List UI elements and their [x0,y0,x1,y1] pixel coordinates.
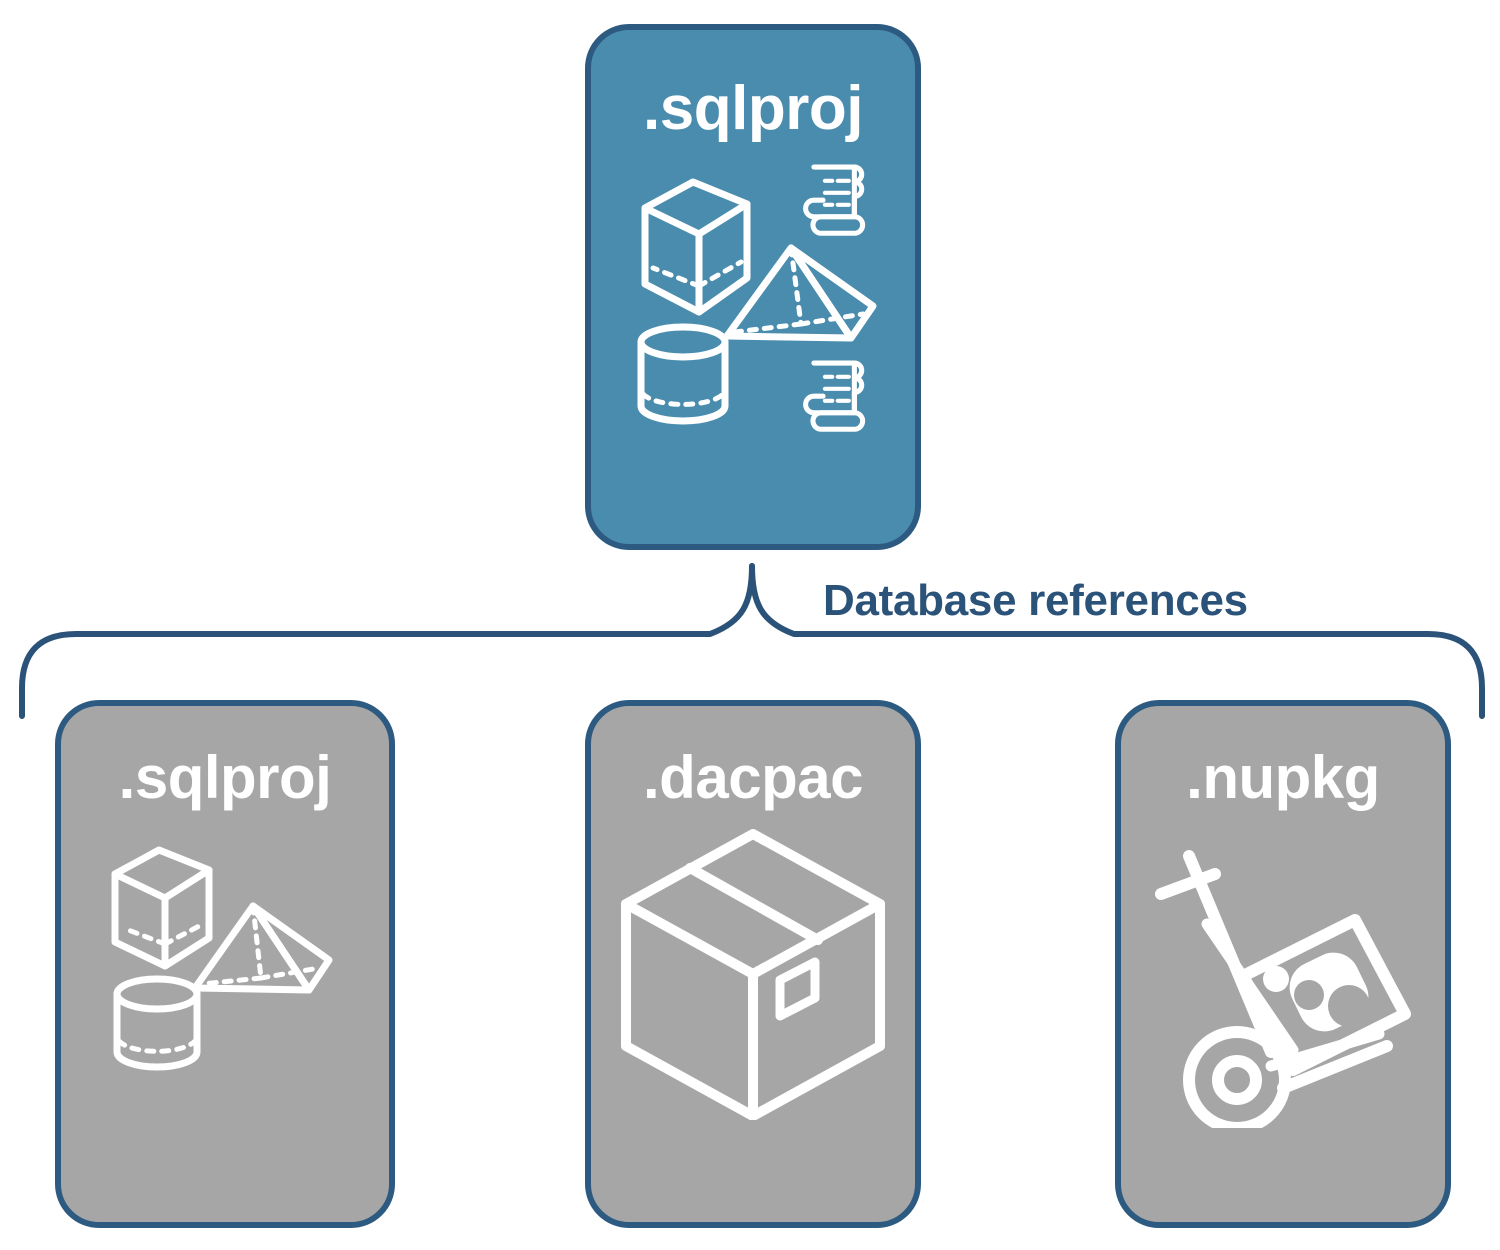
cylinder-icon [113,975,201,1071]
reference-card-dacpac[interactable]: .dacpac [585,700,921,1228]
package-box-icon [621,829,885,1120]
reference-card-sqlproj[interactable]: .sqlproj [55,700,395,1228]
cube-icon [111,846,213,970]
cube-icon [641,178,751,316]
pyramid-icon [723,244,877,342]
hand-truck-icon [1155,850,1411,1128]
reference-card-label: .dacpac [643,744,863,811]
source-card-label: .sqlproj [643,74,863,143]
source-card-artwork [591,140,915,544]
reference-card-artwork [591,808,915,1222]
reference-card-nupkg[interactable]: .nupkg [1115,700,1451,1228]
pyramid-icon [191,902,333,994]
reference-card-label: .nupkg [1186,744,1380,811]
reference-card-artwork [1121,808,1445,1222]
cylinder-icon [637,323,729,425]
scroll-icon [803,164,866,236]
scroll-icon [803,360,866,432]
reference-card-label: .sqlproj [118,744,332,811]
bracket-label: Database references [815,577,1256,625]
reference-card-artwork [61,808,389,1222]
source-card-sqlproj[interactable]: .sqlproj [585,24,921,550]
